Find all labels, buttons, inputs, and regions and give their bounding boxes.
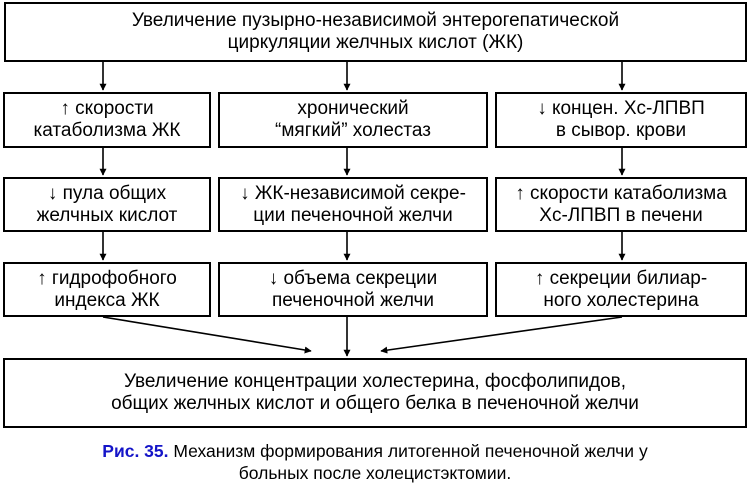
col3-box-biliary-cholesterol: ↑ секреции билиар- ного холестерина (495, 262, 747, 317)
top-box-line-1: Увеличение пузырно-независимой энтерогеп… (131, 10, 620, 31)
bottom-box-line-1: Увеличение концентрации холестерина, фос… (123, 371, 627, 392)
col1-box-catabolism-rate: ↑ скорости катаболизма ЖК (3, 92, 211, 148)
col3-box1-line-1: ↓ концен. Хс-ЛПВП (537, 98, 705, 119)
col3-box1-line-2: в сывор. крови (555, 120, 687, 141)
caption-line-1-text: Механизм формирования литогенной печеноч… (168, 441, 648, 461)
col1-box2-line-1: ↓ пула общих (47, 182, 167, 204)
col3-box2-line-1: ↑ скорости катаболизма (515, 182, 727, 204)
col1-box-hydrophobic-index: ↑ гидрофобного индекса ЖК (3, 262, 211, 317)
col1-box1-line-1: ↑ скорости (60, 98, 154, 119)
col3-box2-line-2: Хс-ЛПВП в печени (539, 204, 703, 226)
col2-box-chronic-cholestasis: хронический “мягкий” холестаз (218, 92, 488, 148)
bottom-box: Увеличение концентрации холестерина, фос… (3, 358, 747, 428)
col2-box2-line-2: ции печеночной желчи (253, 204, 453, 226)
col1-box2-line-2: желчных кислот (36, 204, 178, 226)
caption-line-2: больных после холецистэктомии. (238, 463, 512, 483)
col2-box1-line-2: “мягкий” холестаз (275, 120, 431, 141)
col2-box-independent-secretion: ↓ ЖК-независимой секре- ции печеночной ж… (218, 177, 488, 232)
col3-box3-line-1: ↑ секреции билиар- (534, 267, 708, 289)
arrow-col3-to-bottom (380, 316, 623, 354)
top-box: Увеличение пузырно-независимой энтерогеп… (4, 2, 747, 62)
caption-line-1: Рис. 35. Механизм формирования литогенно… (0, 440, 750, 462)
col2-box3-line-1: ↓ объема секреции (268, 267, 438, 289)
col2-box-secretion-volume: ↓ объема секреции печеночной желчи (218, 262, 488, 317)
col1-box1-line-2: катаболизма ЖК (33, 120, 181, 141)
col2-box1-line-1: хронический (297, 98, 409, 119)
col3-box-hdl-concentration: ↓ концен. Хс-ЛПВП в сывор. крови (495, 92, 747, 148)
top-box-line-2: циркуляции желчных кислот (ЖК) (227, 32, 524, 53)
col2-box2-line-1: ↓ ЖК-независимой секре- (240, 182, 466, 204)
bottom-box-line-2: общих желчных кислот и общего белка в пе… (111, 393, 639, 414)
col3-box3-line-2: ного холестерина (543, 289, 699, 311)
figure-caption: Рис. 35. Механизм формирования литогенно… (0, 440, 750, 484)
arrow-col1-to-bottom (102, 316, 312, 354)
col3-box-hdl-catabolism: ↑ скорости катаболизма Хс-ЛПВП в печени (495, 177, 747, 232)
col2-box3-line-2: печеночной желчи (271, 289, 434, 311)
col1-box-bile-acid-pool: ↓ пула общих желчных кислот (3, 177, 211, 232)
col1-box3-line-1: ↑ гидрофобного (37, 267, 177, 289)
col1-box3-line-2: индекса ЖК (54, 289, 160, 311)
caption-figure-label: Рис. 35. (102, 441, 169, 461)
